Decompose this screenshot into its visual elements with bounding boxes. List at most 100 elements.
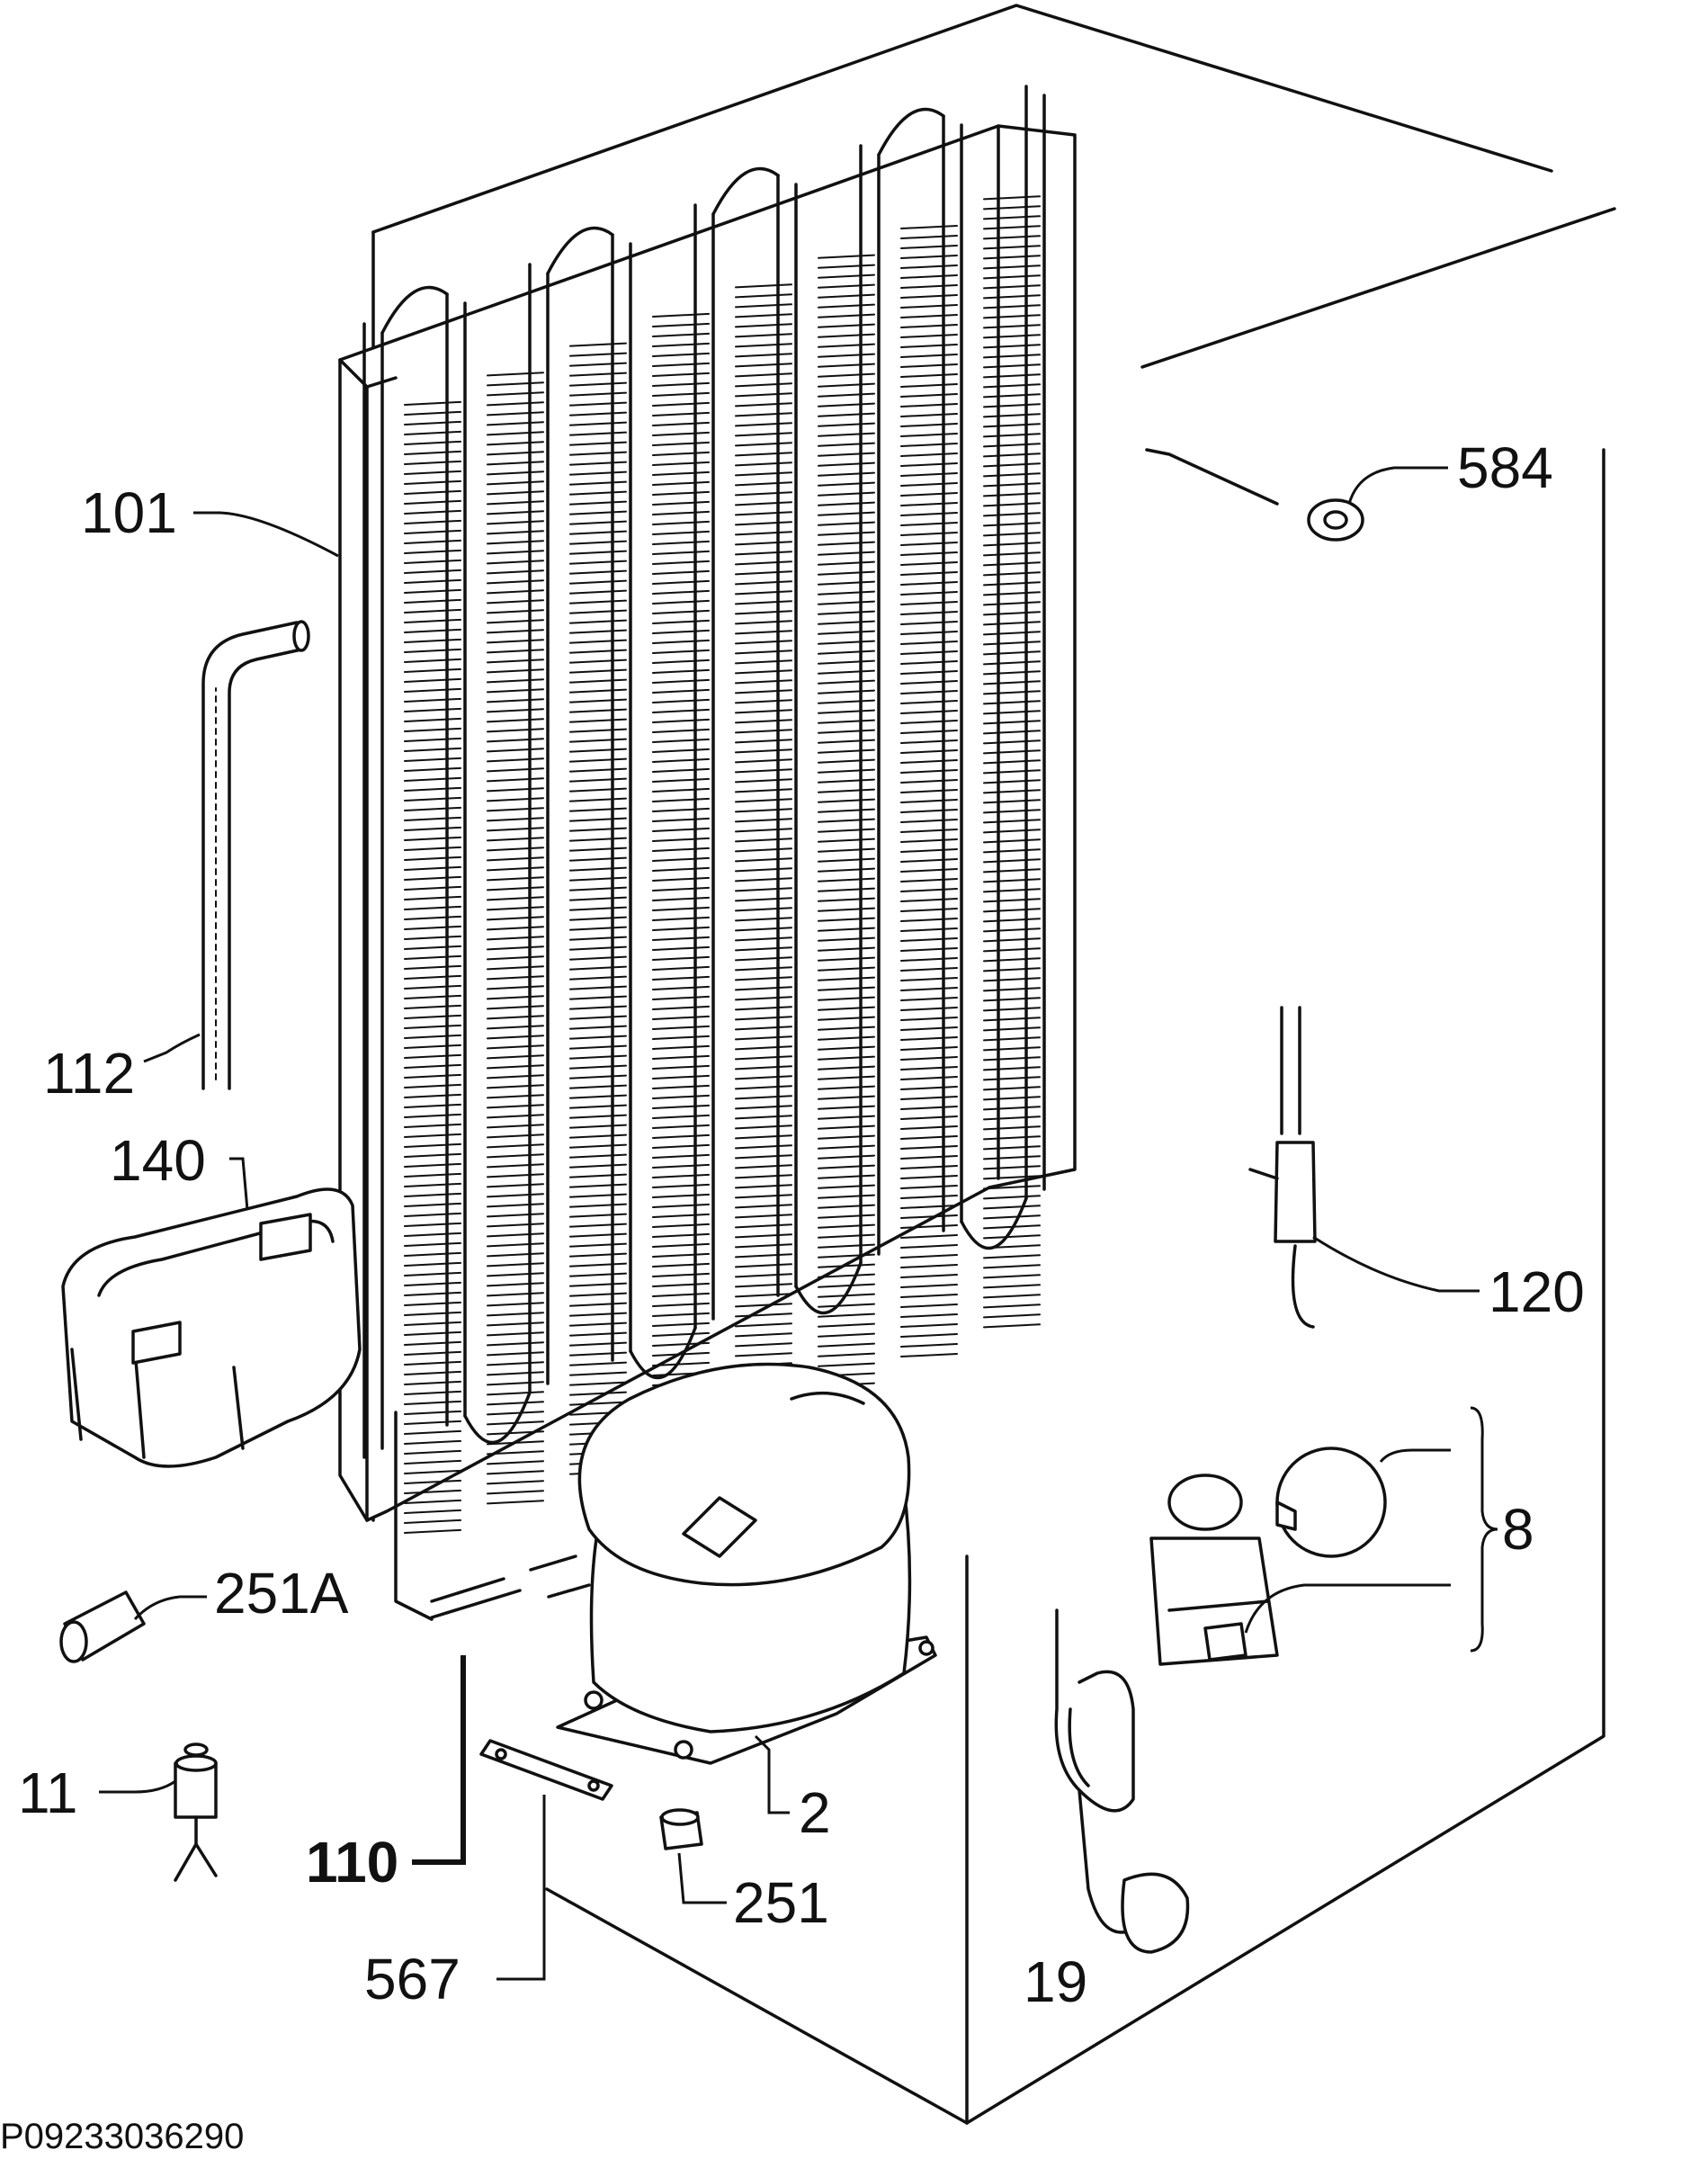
drain-hose — [201, 620, 310, 1090]
fin-line — [818, 1312, 875, 1318]
fin-line — [404, 618, 461, 623]
fin-line — [569, 530, 627, 535]
fin-line — [983, 393, 1041, 399]
fin-line — [487, 599, 544, 605]
fin-line — [735, 333, 792, 338]
fin-line — [404, 776, 461, 782]
fin-line — [818, 857, 875, 863]
fin-line — [652, 728, 710, 734]
fin-line — [735, 877, 792, 882]
fin-line — [900, 551, 958, 557]
fin-line — [569, 599, 627, 605]
fin-line — [652, 1025, 710, 1031]
fin-line — [900, 1154, 958, 1160]
fin-line — [818, 363, 875, 368]
fin-line — [900, 946, 958, 953]
fin-line — [735, 818, 792, 823]
fin-line — [900, 1214, 958, 1220]
fin-line — [818, 610, 875, 615]
fin-line — [569, 837, 627, 842]
fin-line — [900, 719, 958, 725]
fin-line — [569, 1341, 627, 1347]
fin-line — [569, 1133, 627, 1139]
fin-line — [735, 729, 792, 734]
thermostat-120 — [1248, 1006, 1317, 1329]
fin-line — [487, 916, 544, 921]
fin-line — [404, 895, 461, 900]
reference-code: P09233036290 — [0, 2117, 244, 2156]
fin-line — [900, 1303, 958, 1309]
fin-line — [487, 1143, 544, 1149]
fin-line — [735, 1075, 792, 1080]
fin-line — [818, 1124, 875, 1130]
fin-line — [735, 1253, 792, 1259]
fin-line — [983, 551, 1041, 557]
fin-line — [487, 1450, 544, 1456]
process-tubes — [394, 1411, 591, 1621]
fin-line — [487, 965, 544, 971]
tube-bend — [380, 285, 449, 335]
fin-line — [652, 678, 710, 685]
fin-line — [652, 322, 710, 328]
fin-line — [652, 451, 710, 457]
fin-line — [983, 492, 1041, 497]
fin-line — [569, 728, 627, 733]
fin-line — [983, 1264, 1041, 1269]
fin-line — [487, 500, 544, 506]
fin-line — [652, 470, 710, 477]
fin-line — [983, 759, 1041, 765]
fin-line — [983, 987, 1041, 992]
fin-line — [900, 1105, 958, 1111]
fin-line — [652, 1302, 710, 1308]
fin-line — [983, 1115, 1041, 1121]
fin-line — [652, 787, 710, 793]
fin-line — [404, 737, 461, 742]
callout-140: 140 — [110, 1128, 206, 1193]
fin-line — [404, 856, 461, 861]
fin-line — [569, 807, 627, 812]
fin-line — [983, 1323, 1041, 1329]
fin-line — [983, 631, 1041, 636]
fin-line — [818, 709, 875, 714]
fin-line — [569, 461, 627, 466]
fin-line — [569, 560, 627, 565]
fin-line — [818, 719, 875, 724]
fin-line — [569, 1351, 627, 1357]
fin-line — [735, 481, 792, 487]
fin-line — [569, 629, 627, 634]
fin-line — [652, 1213, 710, 1219]
fin-line — [404, 608, 461, 614]
fin-line — [404, 1073, 461, 1079]
fin-line — [900, 392, 958, 399]
fin-line — [983, 1274, 1041, 1279]
fin-line — [652, 748, 710, 754]
fin-line — [487, 1312, 544, 1317]
mounting-bracket — [479, 1739, 613, 1801]
fin-line — [735, 659, 792, 665]
fin-line — [818, 293, 875, 299]
fin-line — [652, 1223, 710, 1229]
fin-line — [652, 668, 710, 675]
fin-line — [818, 976, 875, 981]
fin-line — [735, 1105, 792, 1110]
fin-line — [487, 1232, 544, 1238]
fin-line — [652, 1252, 710, 1259]
fin-line — [900, 966, 958, 972]
fin-line — [569, 381, 627, 387]
fin-line — [487, 1153, 544, 1159]
fin-line — [652, 1262, 710, 1268]
fin-line — [735, 1204, 792, 1209]
fin-line — [735, 699, 792, 704]
fin-line — [900, 808, 958, 814]
fin-line — [983, 472, 1041, 478]
fin-line — [569, 1242, 627, 1248]
fin-line — [652, 599, 710, 605]
fin-line — [735, 422, 792, 427]
fin-line — [404, 1410, 461, 1415]
fin-line — [818, 1016, 875, 1021]
fin-line — [818, 372, 875, 378]
fin-line — [735, 669, 792, 675]
fin-line — [818, 1174, 875, 1179]
fin-line — [569, 777, 627, 783]
fin-line — [900, 610, 958, 616]
